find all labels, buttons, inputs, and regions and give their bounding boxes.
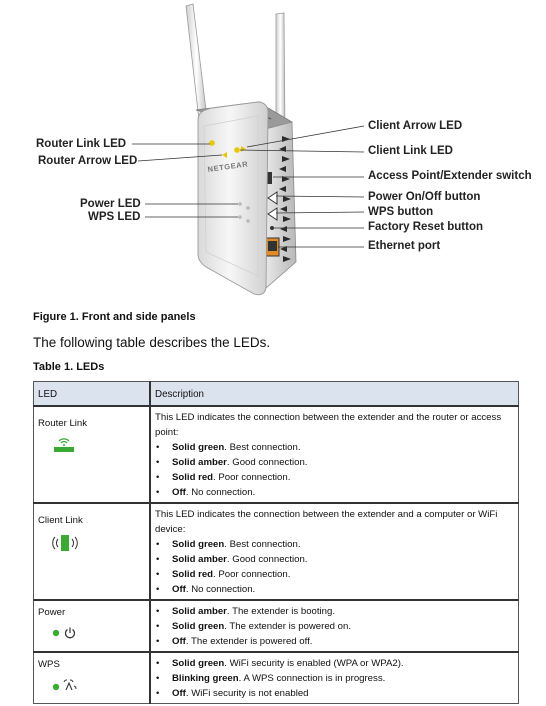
client-arrow-led [241, 146, 246, 152]
led-description-cell: Solid amber. The extender is booting. So… [149, 599, 519, 653]
list-item: Solid green. Best connection. [155, 440, 514, 455]
led-name: Power [38, 607, 66, 618]
reset-button [270, 226, 274, 230]
router-arrow-led [222, 152, 227, 158]
header-led: LED [33, 381, 151, 407]
power-led [238, 202, 242, 206]
device-figure: NETGEAR Router Link LED Router Arrow LED… [0, 0, 546, 300]
callout-power-led: Power LED [80, 198, 141, 210]
list-item: Solid green. WiFi security is enabled (W… [155, 656, 514, 671]
ap-extender-switch [266, 172, 272, 184]
list-item: Off. The extender is powered off. [155, 634, 514, 649]
list-item: Off. No connection. [155, 582, 514, 597]
callout-ethernet-port: Ethernet port [368, 240, 441, 252]
list-item: Blinking green. A WPS connection is in p… [155, 671, 514, 686]
list-item: Off. WiFi security is not enabled [155, 686, 514, 701]
extender-front [197, 101, 269, 296]
intro-paragraph: The following table describes the LEDs. [33, 335, 271, 350]
wps-button [267, 207, 278, 221]
callout-factory-reset-button: Factory Reset button [368, 221, 484, 233]
callout-client-arrow-led: Client Arrow LED [368, 120, 463, 132]
callout-router-arrow-led: Router Arrow LED [38, 155, 138, 167]
router-link-led-icon [52, 437, 145, 453]
table-row: Power Solid amber. The extender is booti… [33, 599, 519, 653]
callout-wps-led: WPS LED [88, 211, 141, 223]
led-name-cell: Power [33, 599, 151, 653]
state-list: Solid green. WiFi security is enabled (W… [155, 656, 514, 701]
state-list: Solid green. Best connection. Solid ambe… [155, 537, 514, 597]
led-name-cell: Router Link [33, 405, 151, 504]
list-item: Solid green. The extender is powered on. [155, 619, 514, 634]
list-item: Solid amber. The extender is booting. [155, 604, 514, 619]
list-item: Solid green. Best connection. [155, 537, 514, 552]
left-antenna [185, 3, 208, 121]
description-intro: This LED indicates the connection betwee… [155, 412, 502, 438]
list-item: Solid amber. Good connection. [155, 455, 514, 470]
table-row: WPS Solid green. WiFi security is enable… [33, 651, 519, 704]
state-list: Solid amber. The extender is booting. So… [155, 604, 514, 649]
table-row: Client Link This LED indicates the conne… [33, 502, 519, 601]
callout-power-button: Power On/Off button [368, 191, 481, 203]
client-link-led-icon [52, 534, 145, 551]
wps-led-icon [52, 678, 145, 694]
led-description-cell: This LED indicates the connection betwee… [149, 405, 519, 504]
list-item: Solid red. Poor connection. [155, 567, 514, 582]
extender-illustration: NETGEAR [132, 3, 365, 296]
list-item: Off. No connection. [155, 485, 514, 500]
client-link-led [234, 147, 240, 153]
description-intro: This LED indicates the connection betwee… [155, 509, 498, 535]
power-led-icon [52, 626, 145, 642]
callout-router-link-led: Router Link LED [36, 138, 127, 150]
led-description-cell: Solid green. WiFi security is enabled (W… [149, 651, 519, 704]
wps-led [238, 215, 242, 219]
figure-caption: Figure 1. Front and side panels [33, 311, 196, 323]
header-description: Description [149, 381, 519, 407]
list-item: Solid amber. Good connection. [155, 552, 514, 567]
list-item: Solid red. Poor connection. [155, 470, 514, 485]
table-caption: Table 1. LEDs [33, 361, 105, 373]
callout-ap-extender-switch: Access Point/Extender switch [368, 170, 532, 182]
led-name-cell: WPS [33, 651, 151, 704]
state-list: Solid green. Best connection. Solid ambe… [155, 440, 514, 500]
power-button [267, 191, 278, 205]
table-header-row: LED Description [33, 381, 519, 407]
led-name: Client Link [38, 515, 83, 526]
led-name-cell: Client Link [33, 502, 151, 601]
led-name: Router Link [38, 418, 88, 429]
callout-wps-button: WPS button [368, 206, 434, 218]
router-link-led [209, 140, 215, 146]
callout-client-link-led: Client Link LED [368, 145, 453, 157]
led-table: LED Description Router Link This LED ind… [33, 381, 519, 704]
table-row: Router Link This LED indicates the conne… [33, 405, 519, 504]
led-name: WPS [38, 659, 60, 670]
led-description-cell: This LED indicates the connection betwee… [149, 502, 519, 601]
